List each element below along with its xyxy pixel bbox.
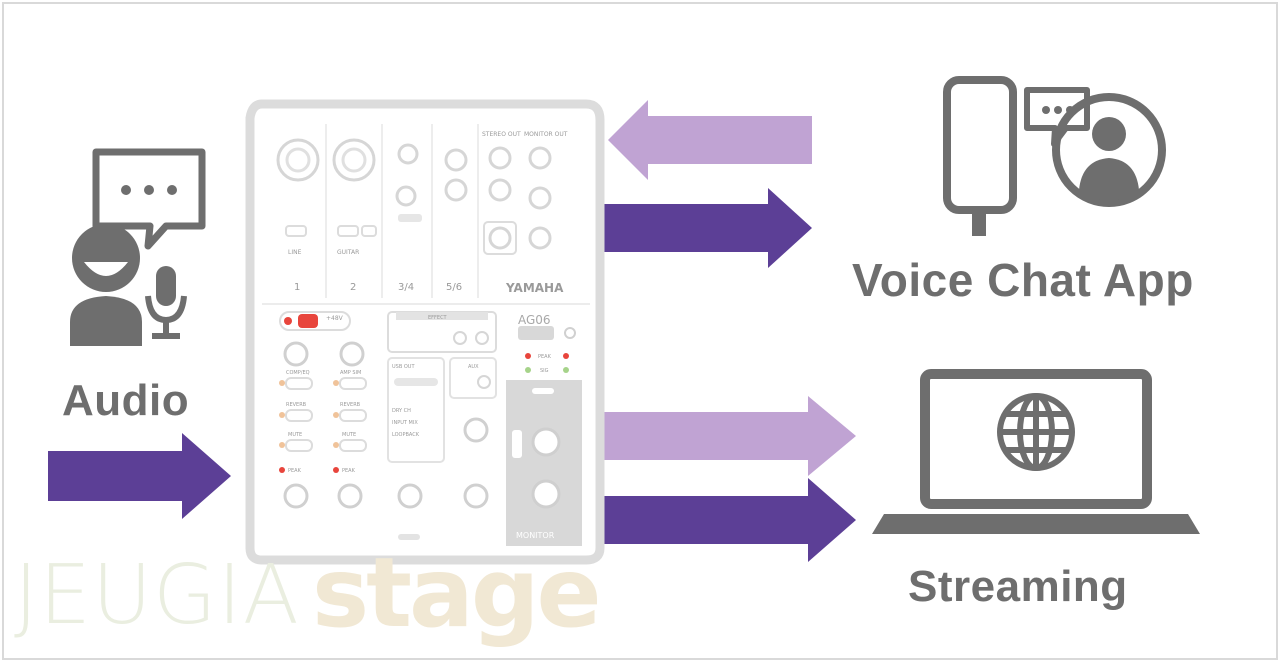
audio-source-icon <box>70 148 206 346</box>
mixer-peak-meter-label: PEAK <box>538 354 552 360</box>
mixer-mute-label-1: MUTE <box>288 432 302 438</box>
mixer-loopback-label: LOOPBACK <box>392 432 420 438</box>
mixer-line-label: LINE <box>288 249 302 256</box>
mixer-channel-34-label: 3/4 <box>398 282 414 293</box>
mixer-comp-eq-label: COMP/EQ <box>286 370 310 376</box>
mixer-reverb-label-1: REVERB <box>286 402 307 408</box>
mixer-monitor-label: MONITOR <box>516 531 555 540</box>
mixer-input-mix-label: INPUT MIX <box>392 420 418 426</box>
mixer-reverb-label-2: REVERB <box>340 402 361 408</box>
mixer-sig-label: SIG <box>540 368 549 374</box>
voice-chat-send-arrow <box>600 188 812 268</box>
mixer-amp-sim-label: AMP SIM <box>340 370 361 376</box>
voice-chat-return-arrow <box>608 100 812 180</box>
mixer-monitor-out-label: MONITOR OUT <box>524 131 568 138</box>
mixer-peak-label-1: PEAK <box>288 468 302 474</box>
watermark-stage: stage <box>312 537 602 649</box>
mixer-device: 1 2 3/4 5/6 LINE GUITAR STEREO OUT MONIT… <box>245 99 605 565</box>
audio-label: Audio <box>62 376 190 425</box>
globe-icon <box>997 393 1075 471</box>
mixer-channel-56-label: 5/6 <box>446 282 462 293</box>
mixer-phantom-label: +48V <box>326 315 344 322</box>
laptop-icon <box>872 369 1200 534</box>
stream-monitor-arrow <box>600 396 856 476</box>
mixer-usb-out-label: USB OUT <box>392 364 415 370</box>
voice-chat-app-icon <box>943 76 1166 236</box>
streaming-label: Streaming <box>908 562 1128 611</box>
watermark-jeugia: JEUGIA <box>14 548 300 643</box>
mixer-guitar-label: GUITAR <box>337 249 359 256</box>
streaming-icon <box>872 369 1200 534</box>
mixer-aux-label: AUX <box>468 364 479 370</box>
mixer-mute-label-2: MUTE <box>342 432 356 438</box>
person-icon <box>70 224 142 346</box>
mixer-brand-label: YAMAHA <box>505 281 564 295</box>
mixer-stereo-out-label: STEREO OUT <box>482 131 521 138</box>
smartphone-icon <box>943 76 1017 236</box>
mixer-effect-label: EFFECT <box>428 315 448 321</box>
stream-output-arrow <box>600 478 856 562</box>
mixer-model-label: AG06 <box>518 313 551 327</box>
audio-input-arrow <box>48 433 231 519</box>
mixer-dry-ch-label: DRY CH <box>392 408 411 414</box>
mixer-channel-2-label: 2 <box>350 282 356 293</box>
mixer-peak-label-2: PEAK <box>342 468 356 474</box>
voice-chat-app-label: Voice Chat App <box>852 254 1194 306</box>
microphone-icon <box>145 266 187 339</box>
user-avatar-icon <box>1052 93 1166 207</box>
mixer-channel-1-label: 1 <box>294 282 300 293</box>
